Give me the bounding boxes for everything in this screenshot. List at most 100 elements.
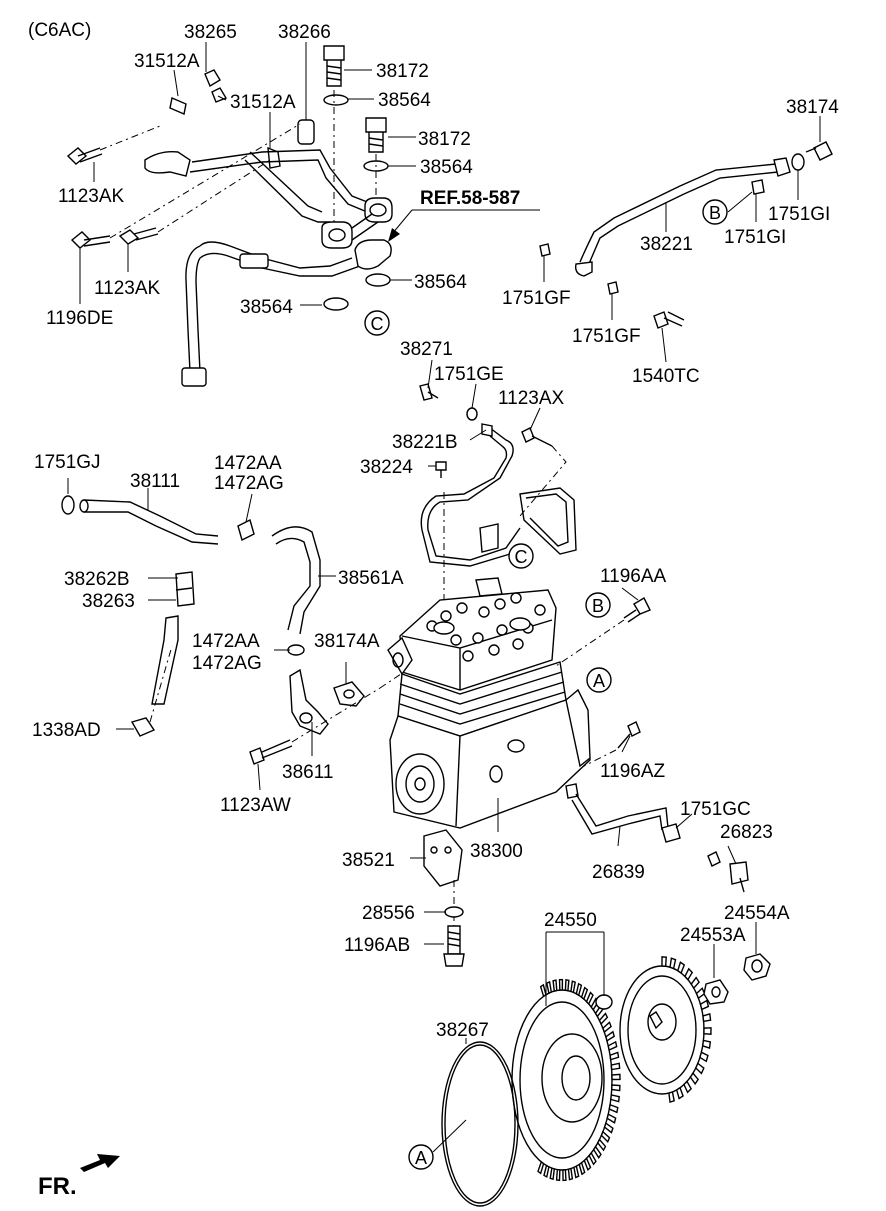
gear-tooth <box>580 986 589 1001</box>
gear-tooth <box>564 979 570 992</box>
gear-tooth <box>608 1103 619 1114</box>
label-24550: 24550 <box>544 910 597 931</box>
gear-tooth <box>605 1030 616 1042</box>
label-38172-b: 38172 <box>418 129 471 150</box>
label-1751GF-b: 1751GF <box>572 326 641 347</box>
label-38262B: 38262B <box>64 569 130 590</box>
washer-icon <box>323 94 349 106</box>
gear-tooth <box>703 1027 712 1035</box>
leader-lines <box>67 42 821 1044</box>
callout-b-mid: B <box>592 596 604 616</box>
gear-tooth <box>695 987 706 1000</box>
gear-tooth <box>675 1086 684 1100</box>
label-1751GE: 1751GE <box>434 364 504 385</box>
label-38564-c: 38564 <box>414 272 467 293</box>
label-1751GI-a: 1751GI <box>768 204 830 225</box>
washer-icon <box>323 297 349 311</box>
gear-tooth <box>555 1168 561 1182</box>
gear-tooth <box>684 967 694 981</box>
callout-c-mid: C <box>515 547 528 567</box>
label-31512A-b: 31512A <box>230 92 296 113</box>
gear-tooth <box>575 982 583 997</box>
gear-tooth <box>609 1051 620 1061</box>
label-38174: 38174 <box>786 97 839 118</box>
label-1472AA-a: 1472AA <box>214 453 282 474</box>
label-1196DE: 1196DE <box>46 308 113 329</box>
gear-tooth <box>610 1062 621 1071</box>
gear-tooth <box>610 1094 620 1103</box>
label-38271: 38271 <box>400 339 453 360</box>
gear-tooth <box>669 957 677 970</box>
gear-tooth <box>701 1039 712 1050</box>
gear-tooth <box>606 1113 617 1124</box>
label-38521: 38521 <box>342 850 395 871</box>
gear-tooth <box>699 1051 709 1063</box>
label-38221: 38221 <box>640 234 693 255</box>
gear-tooth <box>552 979 558 992</box>
label-38561A: 38561A <box>338 568 404 589</box>
label-38564-d: 38564 <box>240 297 293 318</box>
reference-label: REF.58-587 <box>420 188 520 209</box>
label-26839: 26839 <box>592 862 645 883</box>
front-arrow-icon <box>80 1154 120 1172</box>
gear-assembly <box>441 953 771 1207</box>
gear-tooth <box>611 1073 621 1081</box>
gear-tooth <box>588 1151 597 1166</box>
label-1472AG-b: 1472AG <box>192 653 262 674</box>
gear-teeth <box>537 978 621 1182</box>
banjo-bolt-icon <box>323 45 345 87</box>
gear-tooth <box>567 1167 574 1181</box>
gear-tooth <box>676 961 686 975</box>
label-26823: 26823 <box>720 822 773 843</box>
label-1196AA: 1196AA <box>600 566 667 587</box>
model-code: (C6AC) <box>28 20 91 41</box>
label-1338AD: 1338AD <box>32 720 101 741</box>
label-38266: 38266 <box>278 22 331 43</box>
label-38564-b: 38564 <box>420 157 473 178</box>
label-38111: 38111 <box>130 471 180 492</box>
label-1123AK-a: 1123AK <box>58 186 125 207</box>
callout-c-top: C <box>371 314 384 334</box>
label-38611: 38611 <box>282 762 333 783</box>
label-31512A-a: 31512A <box>134 51 200 72</box>
callout-circles: C B C B A A <box>364 199 728 1170</box>
callout-a-bottom: A <box>415 1148 427 1168</box>
gear-tooth <box>699 999 710 1011</box>
label-1196AB: 1196AB <box>344 935 410 956</box>
label-1196AZ: 1196AZ <box>600 761 666 782</box>
label-1751GC: 1751GC <box>680 799 751 820</box>
label-24553A: 24553A <box>680 925 746 946</box>
label-1472AA-b: 1472AA <box>192 631 260 652</box>
label-38263: 38263 <box>82 591 135 612</box>
elbow-38611-assembly <box>249 668 381 765</box>
callout-b-top: B <box>709 203 721 223</box>
label-38265: 38265 <box>184 22 237 43</box>
gear-tooth <box>578 1161 586 1176</box>
o-ring-icon <box>441 1041 519 1207</box>
gear-tooth <box>539 983 547 998</box>
gear-tooth <box>573 1165 580 1179</box>
gear-tooth <box>689 1072 700 1086</box>
bolt-icon <box>66 147 103 165</box>
gear-tooth <box>661 956 667 967</box>
label-38224: 38224 <box>360 457 413 478</box>
front-label: FR. <box>38 1173 77 1200</box>
gear-tooth <box>596 1138 607 1152</box>
gear-tooth <box>583 1157 592 1172</box>
label-38174A: 38174A <box>314 631 380 652</box>
label-1751GI-b: 1751GI <box>724 227 786 248</box>
bolt-icon <box>70 231 111 249</box>
gear-tooth <box>545 980 553 995</box>
label-1472AG-a: 1472AG <box>214 473 284 494</box>
gear-tooth <box>537 1160 545 1175</box>
pipe-38221b-assembly <box>419 383 577 618</box>
gear-tooth <box>570 980 576 994</box>
gear-tooth <box>562 1169 567 1182</box>
coolant-hose-assembly <box>61 495 321 737</box>
label-1123AW: 1123AW <box>220 795 291 816</box>
bolt-icon <box>118 227 159 245</box>
label-1123AK-b: 1123AK <box>94 278 161 299</box>
label-38564-a: 38564 <box>378 90 431 111</box>
